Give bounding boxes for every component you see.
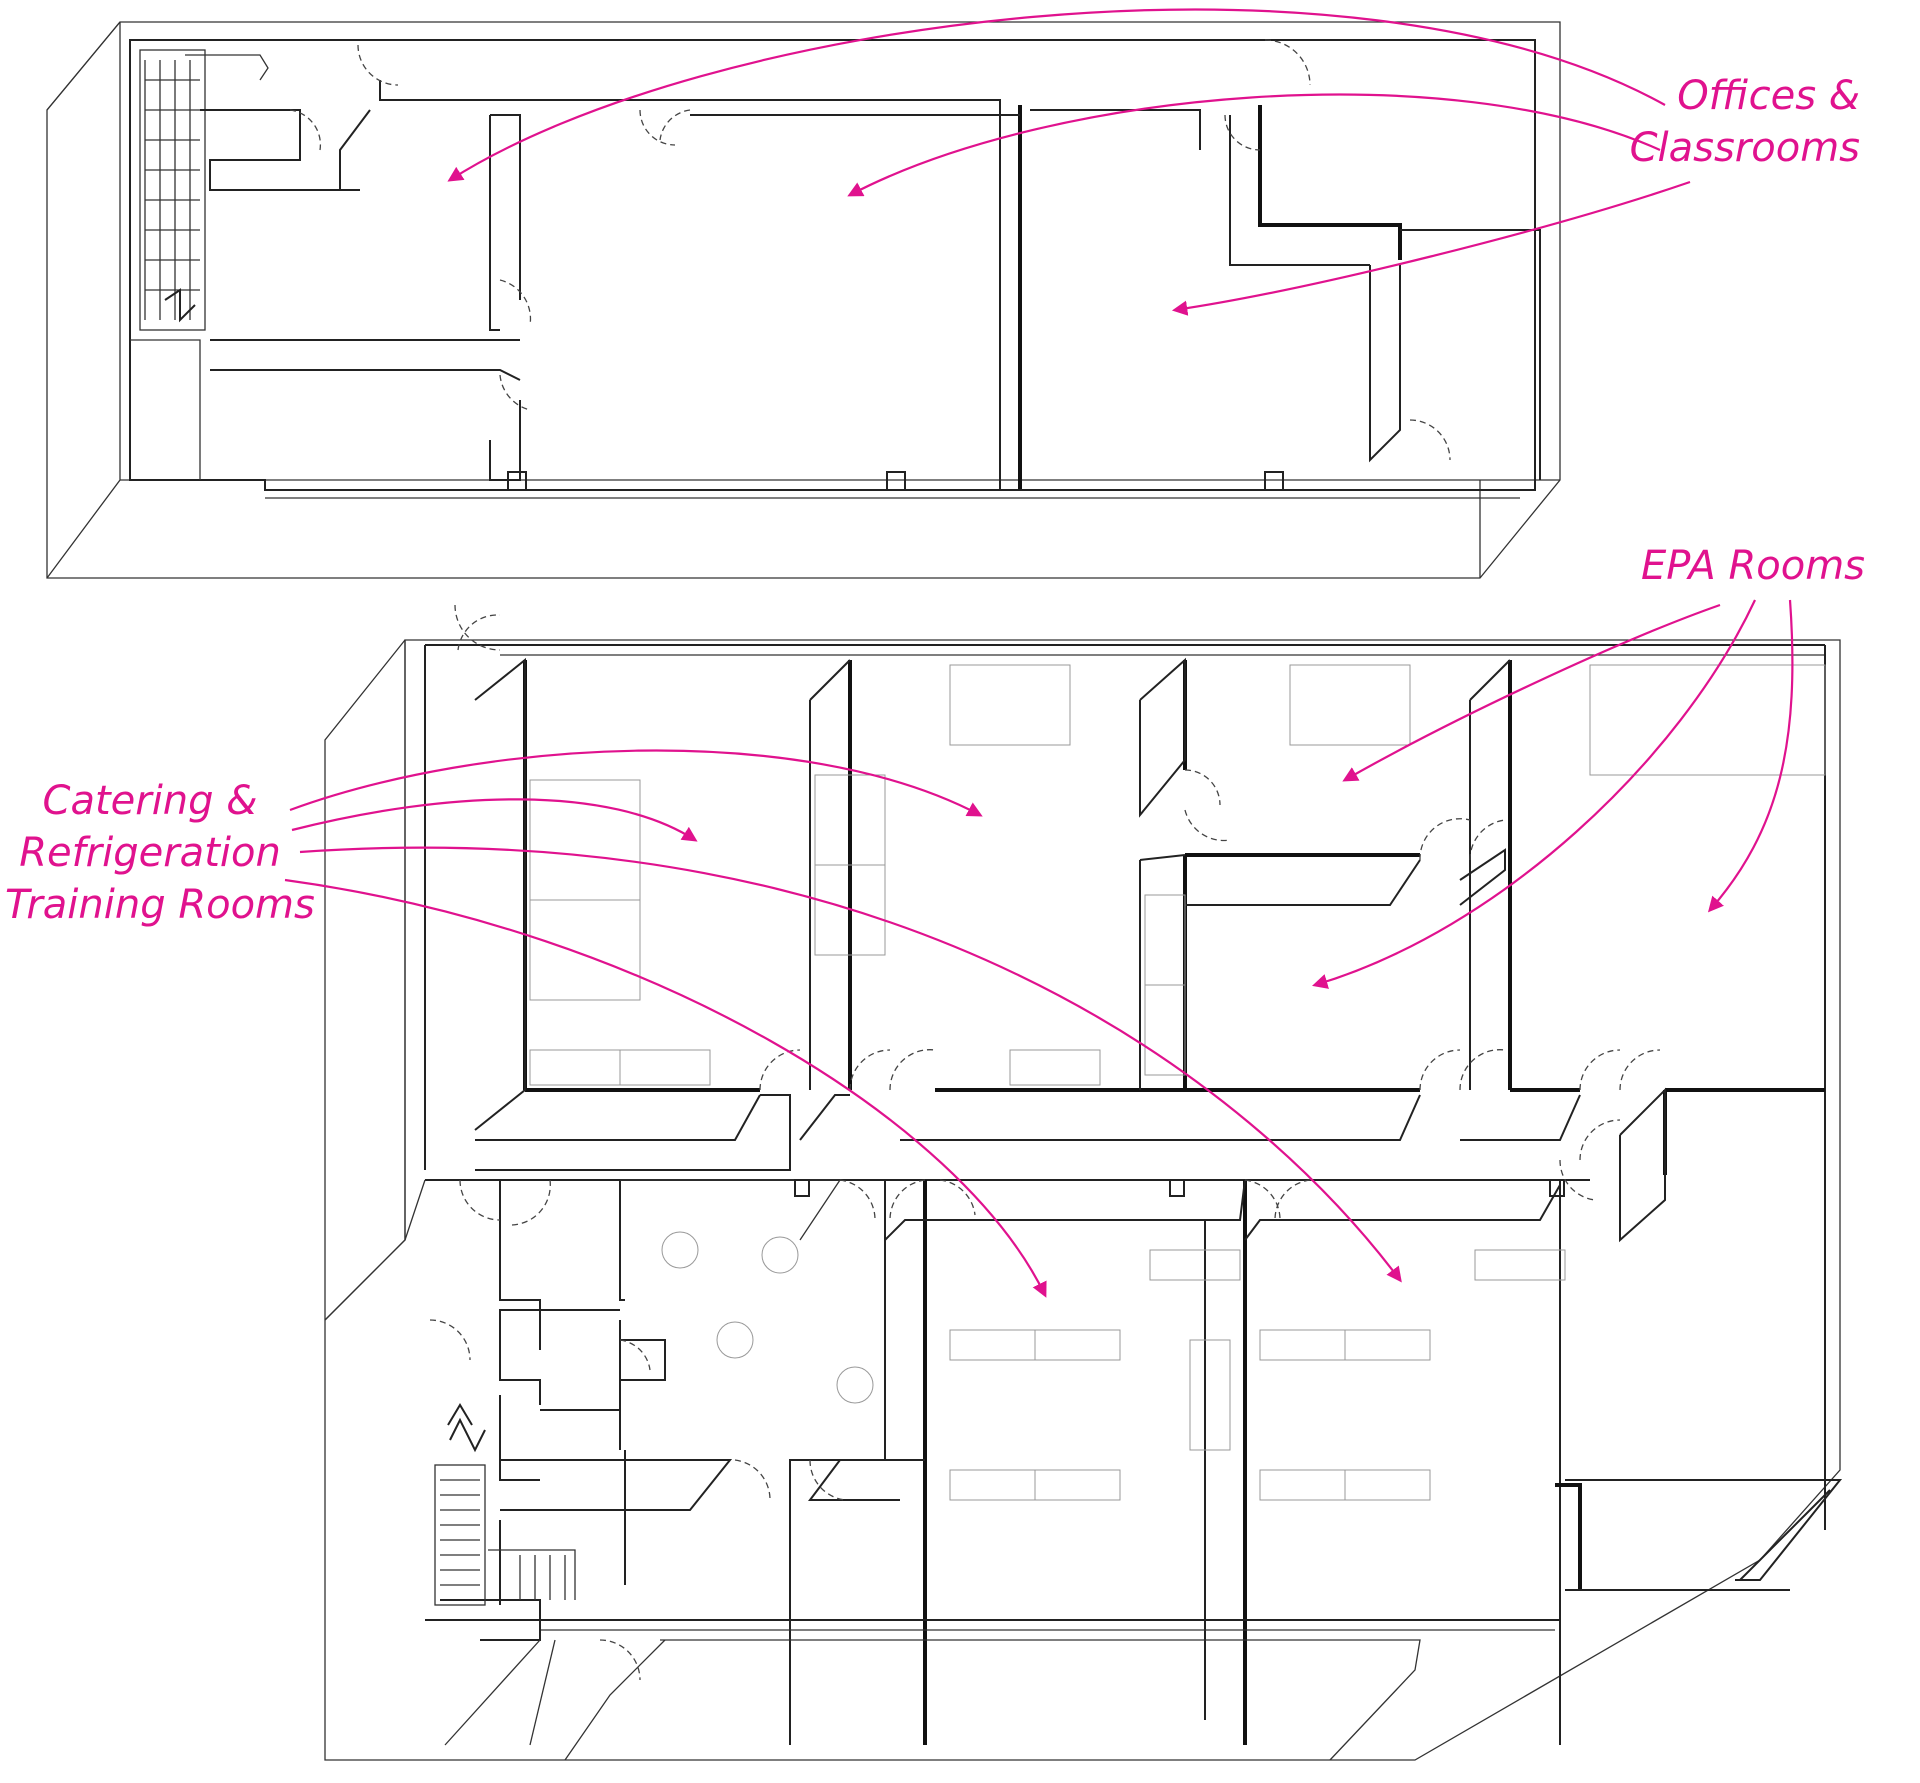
- annotation-arrows: [284, 8, 1794, 1298]
- stair-upper: [139, 49, 269, 331]
- arrow-catering-3: [299, 846, 1402, 1283]
- label-catering-line1: Catering &: [42, 778, 258, 824]
- label-catering-line3: Training Rooms: [5, 882, 315, 928]
- label-catering-line2: Refrigeration: [19, 830, 281, 876]
- label-epa-rooms: EPA Rooms: [1620, 540, 1865, 592]
- label-offices-line1: Offices &: [1677, 73, 1860, 119]
- furniture: [529, 664, 1826, 1501]
- arrow-epa-1: [1342, 603, 1721, 782]
- label-offices-line2: Classrooms: [1629, 125, 1860, 171]
- stair-lower: [434, 1464, 576, 1606]
- arrow-catering-2: [291, 798, 698, 842]
- lower-floor-plan: [324, 604, 1843, 1761]
- north-arrow-icon: [164, 288, 196, 323]
- arrow-epa-2: [1312, 599, 1756, 989]
- arrow-catering-4: [284, 878, 1047, 1298]
- arrow-offices-3: [1171, 180, 1691, 316]
- arrow-epa-3: [1707, 599, 1794, 913]
- label-catering-refrigeration: Catering & Refrigeration Training Rooms: [5, 775, 315, 931]
- arrow-offices-1: [447, 8, 1666, 182]
- north-arrow-icon: [447, 1403, 486, 1453]
- arrow-catering-1: [289, 749, 983, 817]
- upper-floor-plan: [46, 21, 1561, 579]
- label-offices-classrooms: Offices & Classrooms: [1620, 70, 1860, 174]
- label-epa-line1: EPA Rooms: [1640, 543, 1865, 589]
- arrow-offices-2: [847, 93, 1661, 197]
